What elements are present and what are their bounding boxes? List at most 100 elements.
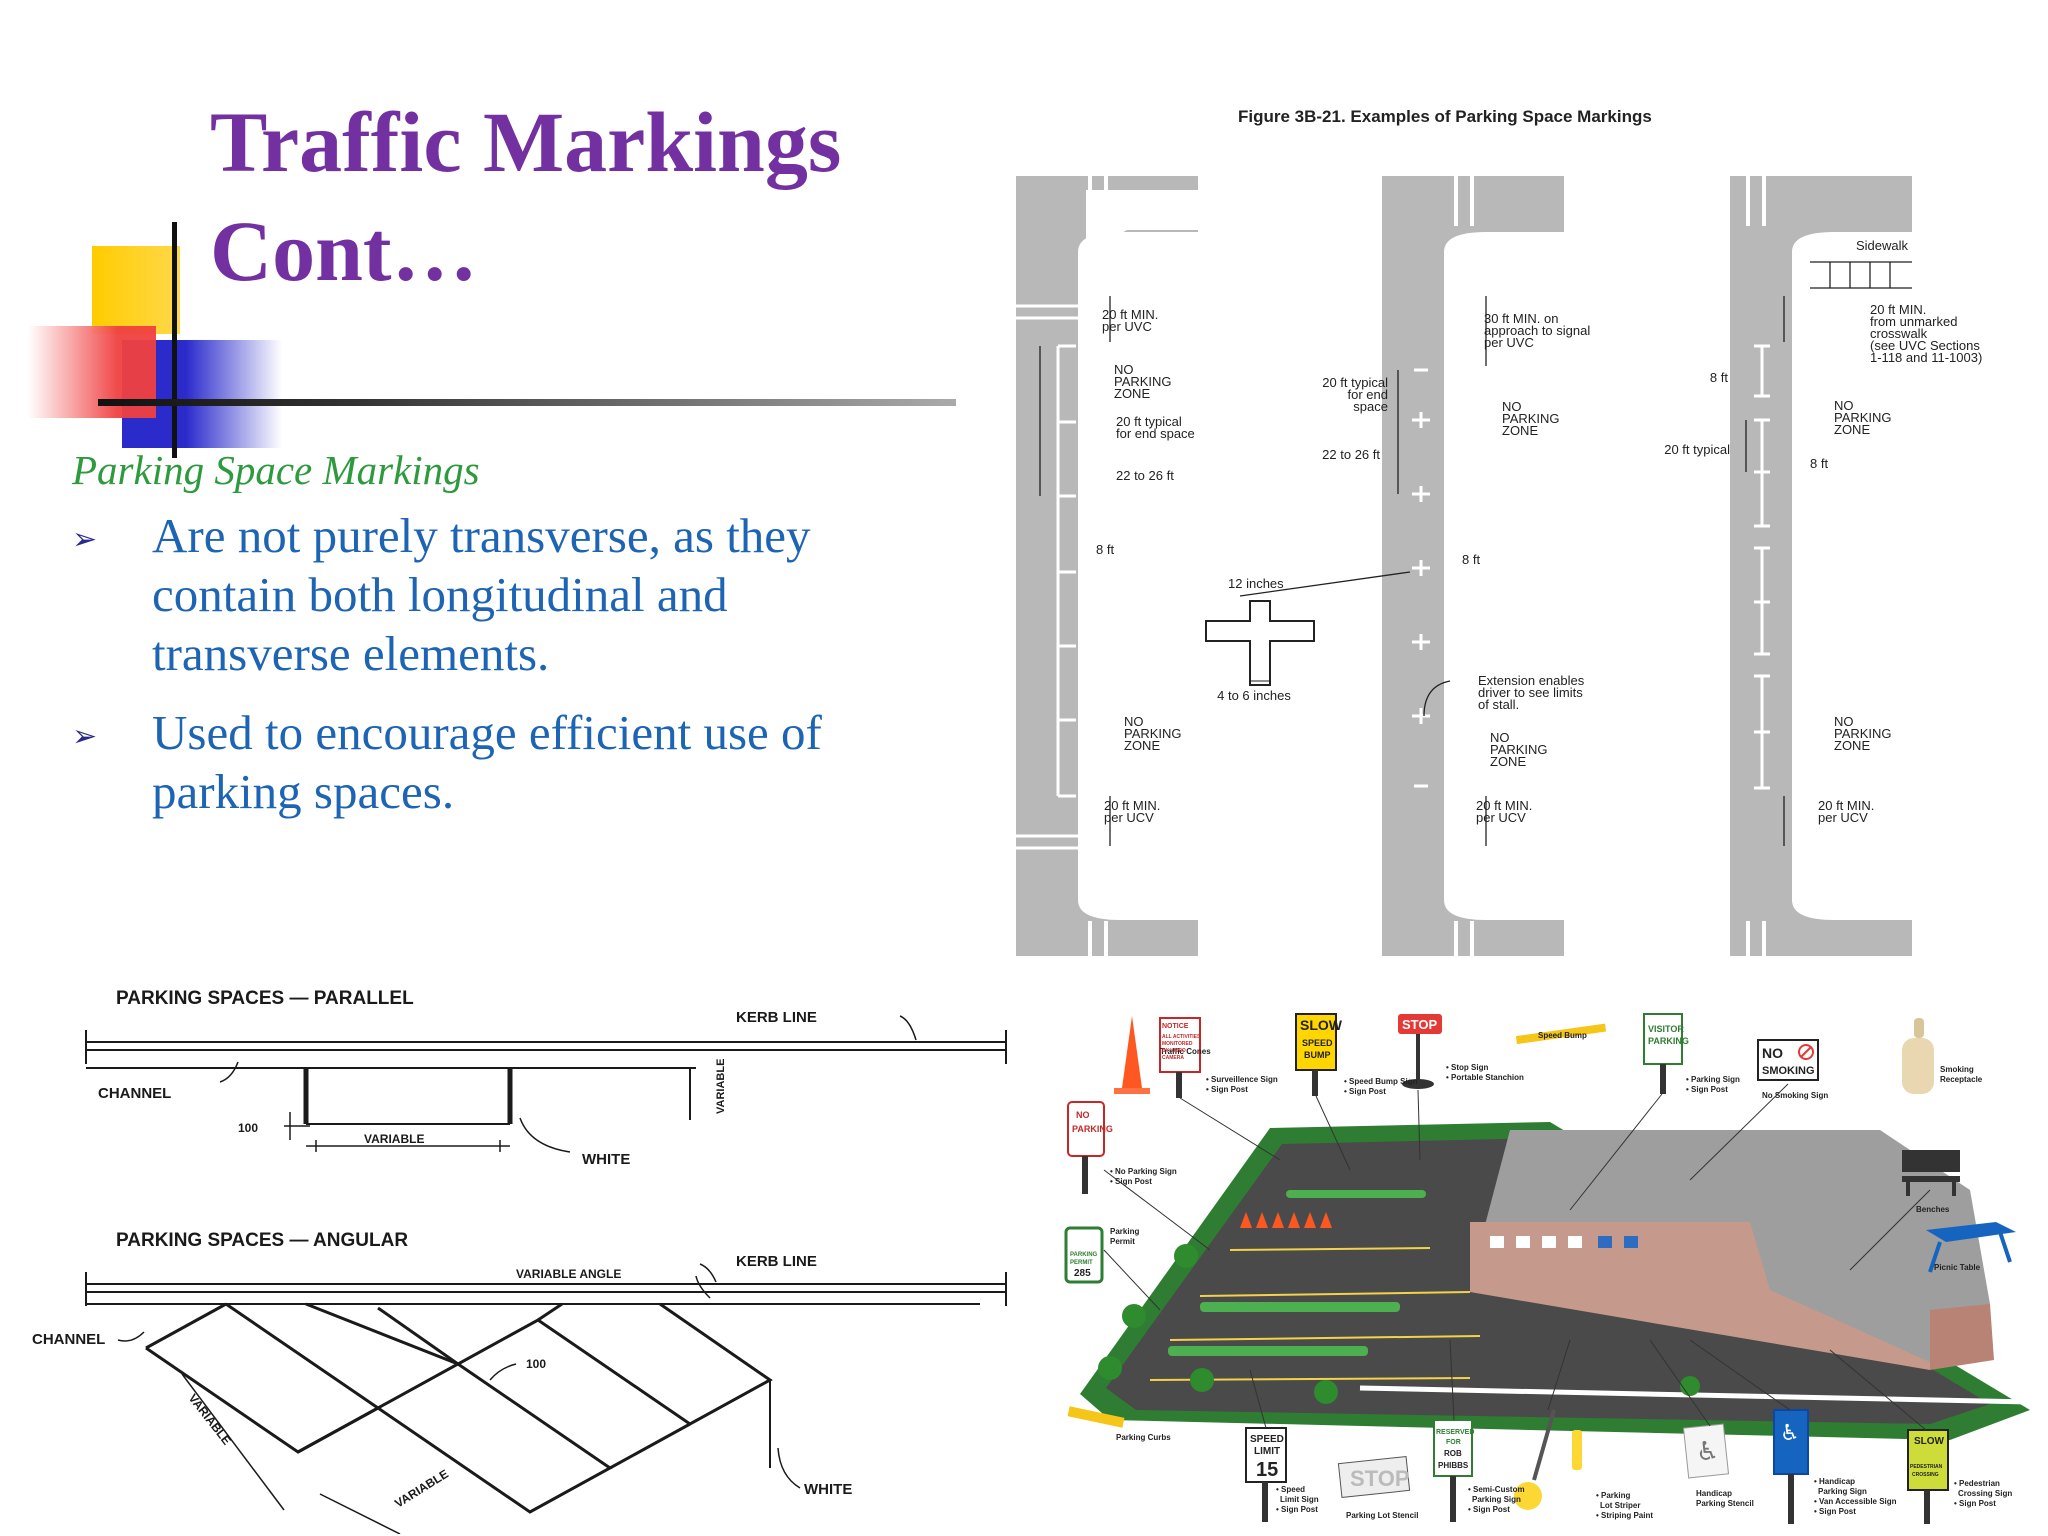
fig-label: Sidewalk: [1856, 238, 1909, 253]
fig-label: 20 ft MIN.: [1102, 307, 1158, 322]
pl-label: FOR: [1446, 1439, 1461, 1446]
parallel-diagram: [85, 1015, 1007, 1153]
subtitle: Parking Space Markings: [72, 447, 480, 493]
pl-label: • Portable Stanchion: [1446, 1073, 1524, 1082]
picnic-table-icon: [1926, 1222, 2016, 1273]
stop-sign-icon: [1398, 1014, 1442, 1089]
pl-label: Smoking: [1940, 1065, 1974, 1074]
pl-label: Permit: [1110, 1237, 1135, 1246]
fig-label: 20 ft MIN.: [1870, 302, 1926, 317]
fig-label: ZONE: [1834, 738, 1870, 753]
pl-label: MONITORED: [1162, 1041, 1193, 1047]
pl-label: • Surveillence Sign: [1206, 1075, 1278, 1084]
pl-label: Parking Curbs: [1116, 1433, 1171, 1442]
no-parking-sign-icon: [1067, 1101, 1105, 1194]
fig-label: driver to see limits: [1478, 685, 1583, 700]
speed-limit-sign-icon: [1245, 1427, 1287, 1522]
fig-label: 8 ft: [1810, 456, 1828, 471]
kerb-line-label: KERB LINE: [736, 1009, 817, 1026]
pl-label: CAMERA: [1162, 1055, 1184, 1061]
parallel-title: PARKING SPACES — PARALLEL: [116, 988, 414, 1009]
kerb-line-label: KERB LINE: [736, 1253, 817, 1270]
handicap-sign-icon: ♿: [1773, 1409, 1809, 1524]
bullet-list: ➢ Are not purely transverse, as they con…: [72, 506, 892, 841]
pl-label: LIMIT: [1254, 1446, 1280, 1457]
title-line-2: Cont…: [210, 203, 478, 300]
pl-label: 285: [1074, 1268, 1091, 1279]
deco-vertical-line: [172, 222, 177, 458]
fig-label: crosswalk: [1870, 326, 1928, 341]
variable-label: VARIABLE: [364, 1132, 424, 1146]
pl-label: • Sign Post: [1110, 1177, 1152, 1186]
fig-label: NO: [1834, 714, 1854, 729]
fig-label: PARKING: [1834, 726, 1892, 741]
fig-label: 22 to 26 ft: [1322, 447, 1380, 462]
notice-sign-icon: [1159, 1017, 1201, 1098]
page-title: Traffic Markings Cont…: [210, 88, 841, 306]
pl-label: Picnic Table: [1934, 1263, 1981, 1272]
fig-label: 20 ft MIN.: [1818, 798, 1874, 813]
white-label: WHITE: [804, 1481, 852, 1498]
pl-label: NO: [1076, 1110, 1090, 1120]
parking-permit-icon: [1064, 1226, 1104, 1284]
arrow-bullet-icon: ➢: [72, 719, 98, 754]
pl-label: Parking Sign: [1472, 1495, 1521, 1504]
fig-label: ZONE: [1834, 422, 1870, 437]
pl-label: SPEED: [1302, 1038, 1333, 1048]
deco-horizontal-line: [98, 399, 956, 406]
pl-label: PEDESTRIAN: [1910, 1464, 1943, 1470]
pl-label: Speed Bump: [1538, 1031, 1587, 1040]
pl-label: Crossing Sign: [1958, 1489, 2012, 1498]
fig-label: 20 ft typical: [1322, 375, 1388, 390]
parking-markings-figure: Figure 3B-21. Examples of Parking Space …: [1016, 107, 1982, 956]
figure-panel-left: 20 ft MIN. per UVC NO PARKING ZONE 20 ft…: [1016, 176, 1200, 956]
stop-stencil-icon: [1337, 1455, 1411, 1499]
pl-label: Traffic Cones: [1160, 1047, 1211, 1056]
pl-label: PARKING: [1070, 1252, 1098, 1258]
fig-label: for end: [1348, 387, 1388, 402]
traffic-cone-icon: [1122, 1016, 1142, 1088]
figure-panel-right: Sidewalk 20 ft MIN. from unmarked crossw…: [1664, 176, 1982, 956]
fig-label: 20 ft MIN.: [1104, 798, 1160, 813]
pl-label: Limit Sign: [1280, 1495, 1319, 1504]
fig-label: ZONE: [1124, 738, 1160, 753]
pl-label: Lot Striper: [1600, 1501, 1640, 1510]
pl-label: PERMIT: [1070, 1260, 1093, 1266]
pl-label: • Sign Post: [1686, 1085, 1728, 1094]
svg-text:♿: ♿: [1780, 1421, 1800, 1446]
fig-label: ZONE: [1490, 754, 1526, 769]
pl-label: SLOW: [1914, 1436, 1945, 1447]
fig-label: 20 ft typical: [1116, 414, 1182, 429]
bullet-text: Used to encourage efficient use of parki…: [152, 705, 822, 819]
fig-label: PARKING: [1834, 410, 1892, 425]
pl-label: PARKING: [1648, 1036, 1689, 1046]
pl-label: Benches: [1916, 1205, 1950, 1214]
pl-label: STOP: [1350, 1466, 1410, 1491]
visitor-parking-sign-icon: [1643, 1013, 1683, 1094]
bullet-item: ➢ Used to encourage efficient use of par…: [72, 703, 892, 821]
parking-curb-icon: [1067, 1406, 1125, 1428]
fig-label: 20 ft MIN.: [1476, 798, 1532, 813]
pl-label: • Parking: [1596, 1491, 1630, 1500]
pl-label: • Pedestrian: [1954, 1479, 2000, 1488]
figure-title: Figure 3B-21. Examples of Parking Space …: [1238, 107, 1652, 126]
pl-label: RESERVED: [1436, 1429, 1474, 1436]
pl-label: Handicap: [1696, 1489, 1732, 1498]
fig-label: per UVC: [1484, 335, 1534, 350]
hundred-label: 100: [526, 1357, 546, 1371]
fig-label: per UCV: [1476, 810, 1526, 825]
pl-label: NOTICE: [1162, 1023, 1189, 1030]
pl-label: • Stop Sign: [1446, 1063, 1488, 1072]
fig-label: PARKING: [1502, 411, 1560, 426]
pl-label: VISITOR: [1648, 1024, 1684, 1034]
title-decoration: [0, 0, 960, 460]
fig-label: ZONE: [1114, 386, 1150, 401]
pl-label: Parking Stencil: [1696, 1499, 1754, 1508]
pl-label: • Sign Post: [1814, 1507, 1856, 1516]
pl-label: NO: [1762, 1045, 1783, 1061]
figure-panel-middle: 30 ft MIN. on approach to signal per UVC…: [1205, 176, 1590, 956]
channel-label: CHANNEL: [32, 1331, 105, 1348]
pl-label: • Sign Post: [1344, 1087, 1386, 1096]
fig-label: 22 to 26 ft: [1116, 468, 1174, 483]
arrow-bullet-icon: ➢: [72, 522, 98, 557]
